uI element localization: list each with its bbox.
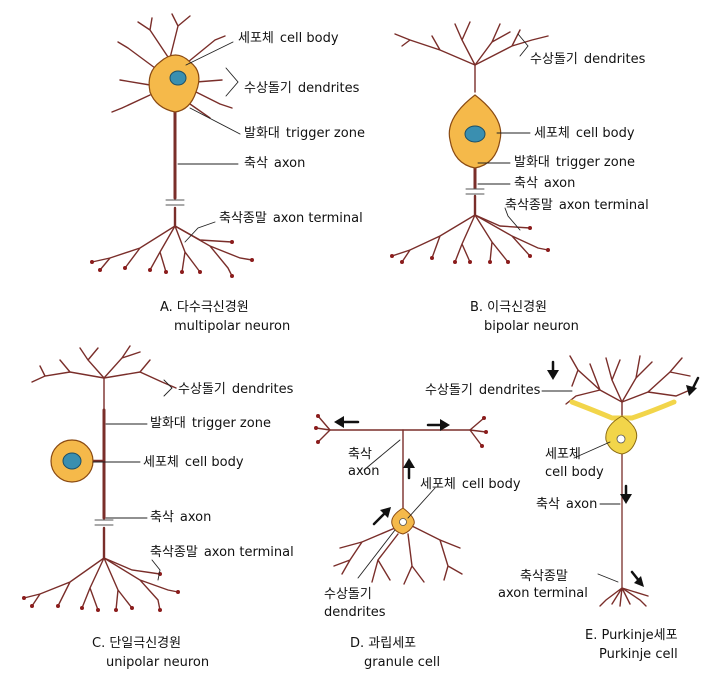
a-dendrites-label: 수상돌기 dendrites [244, 81, 359, 97]
c-trigger-zone-label: 발화대 trigger zone [150, 416, 271, 432]
granule-nucleus [399, 518, 407, 526]
caption-a: A. 다수극신경원 multipolar neuron [160, 298, 290, 336]
a-axon-label: 축삭 axon [244, 156, 305, 172]
e-terminal-en: axon terminal [498, 586, 588, 601]
e-terminal-ko: 축삭종말 [520, 569, 568, 584]
b-dendrites-en: dendrites [583, 52, 646, 67]
d-dendrites-en: dendrites [324, 605, 386, 620]
leader-lines [92, 33, 621, 583]
c-terminal-en: axon terminal [203, 545, 294, 560]
b-dendrites-label: 수상돌기 dendrites [530, 52, 645, 68]
a-terminal-en: axon terminal [272, 211, 363, 226]
a-axon-terminal-label: 축삭종말 axon terminal [219, 211, 363, 227]
a-axon-en: axon [273, 156, 306, 171]
b-axon-label: 축삭 axon [514, 176, 575, 192]
a-trigger-en: trigger zone [285, 126, 365, 141]
c-axon-en: axon [179, 510, 212, 525]
bipolar-nucleus [464, 125, 486, 143]
caption-e-en: Purkinje cell [599, 647, 678, 662]
d-axon-ko: 축삭 [348, 447, 372, 462]
a-dendrites-en: dendrites [297, 81, 360, 96]
b-trigger-en: trigger zone [555, 155, 635, 170]
a-dendrites-ko: 수상돌기 [244, 81, 292, 96]
a-trigger-zone-label: 발화대 trigger zone [244, 126, 365, 142]
caption-e: E. Purkinje세포 Purkinje cell [585, 626, 678, 664]
b-trigger-zone-label: 발화대 trigger zone [514, 155, 635, 171]
direction-arrows [334, 360, 700, 587]
e-axon-ko: 축삭 [536, 497, 560, 512]
d-dendrites-ko: 수상돌기 [324, 587, 372, 602]
e-cell-body-ko: 세포체 [545, 447, 581, 462]
c-cell-body-en: cell body [184, 455, 244, 470]
c-dendrites-label: 수상돌기 dendrites [178, 382, 293, 398]
caption-d-en: granule cell [364, 655, 441, 670]
c-axon-terminal-label: 축삭종말 axon terminal [150, 545, 294, 561]
c-cell-body-label: 세포체 cell body [143, 455, 244, 471]
b-cell-body-ko: 세포체 [534, 126, 570, 141]
caption-d-ko: D. 과립세포 [350, 636, 417, 651]
caption-a-ko: A. 다수극신경원 [160, 300, 249, 315]
a-terminal-ko: 축삭종말 [219, 211, 267, 226]
caption-c-ko: C. 단일극신경원 [92, 636, 182, 651]
bipolar-neuron-drawing [391, 21, 549, 263]
e-dendrites-en: dendrites [478, 383, 541, 398]
c-dendrites-en: dendrites [231, 382, 294, 397]
d-cell-body-label: 세포체 cell body [420, 477, 521, 493]
b-cell-body-label: 세포체 cell body [534, 126, 635, 142]
d-axon-en: axon [348, 464, 380, 479]
caption-b-en: bipolar neuron [484, 319, 579, 334]
purkinje-dendrite-trunk [569, 399, 677, 421]
e-axon-terminal-label: 축삭종말 axon terminal [498, 568, 588, 602]
a-cell-body-label: 세포체 cell body [238, 31, 339, 47]
c-axon-label: 축삭 axon [150, 510, 211, 526]
e-axon-label: 축삭 axon [536, 497, 597, 513]
c-axon-ko: 축삭 [150, 510, 174, 525]
d-cell-body-en: cell body [461, 477, 521, 492]
e-dendrites-label: 수상돌기 dendrites [425, 383, 540, 399]
caption-b: B. 이극신경원 bipolar neuron [470, 298, 579, 336]
a-axon-ko: 축삭 [244, 156, 268, 171]
multipolar-neuron-drawing [91, 13, 253, 277]
d-cell-body-ko: 세포체 [420, 477, 456, 492]
c-trigger-en: trigger zone [191, 416, 271, 431]
a-cell-body-ko: 세포체 [238, 31, 274, 46]
purkinje-nucleus [616, 434, 626, 444]
unipolar-neuron-drawing [23, 345, 179, 611]
multipolar-nucleus [169, 70, 187, 86]
caption-d: D. 과립세포 granule cell [350, 634, 440, 672]
purkinje-cell-drawing [565, 355, 691, 607]
e-axon-en: axon [565, 497, 598, 512]
b-cell-body-en: cell body [575, 126, 635, 141]
d-dendrites-label: 수상돌기 dendrites [324, 586, 386, 622]
b-dendrites-ko: 수상돌기 [530, 52, 578, 67]
a-trigger-ko: 발화대 [244, 126, 280, 141]
a-cell-body-en: cell body [279, 31, 339, 46]
c-trigger-ko: 발화대 [150, 416, 186, 431]
caption-e-ko: E. Purkinje세포 [585, 628, 678, 643]
caption-b-ko: B. 이극신경원 [470, 300, 547, 315]
d-axon-label: 축삭 axon [348, 446, 379, 480]
b-axon-terminal-label: 축삭종말 axon terminal [505, 198, 649, 214]
b-trigger-ko: 발화대 [514, 155, 550, 170]
e-cell-body-label: 세포체 cell body [545, 446, 604, 482]
b-axon-ko: 축삭 [514, 176, 538, 191]
granule-cell-drawing [315, 415, 487, 585]
e-cell-body-en: cell body [545, 465, 604, 480]
c-dendrites-ko: 수상돌기 [178, 382, 226, 397]
c-terminal-ko: 축삭종말 [150, 545, 198, 560]
b-terminal-ko: 축삭종말 [505, 198, 553, 213]
caption-a-en: multipolar neuron [174, 319, 291, 334]
b-terminal-en: axon terminal [558, 198, 649, 213]
c-cell-body-ko: 세포체 [143, 455, 179, 470]
e-dendrites-ko: 수상돌기 [425, 383, 473, 398]
b-axon-en: axon [543, 176, 576, 191]
unipolar-nucleus [62, 452, 82, 470]
caption-c-en: unipolar neuron [106, 655, 210, 670]
caption-c: C. 단일극신경원 unipolar neuron [92, 634, 209, 672]
